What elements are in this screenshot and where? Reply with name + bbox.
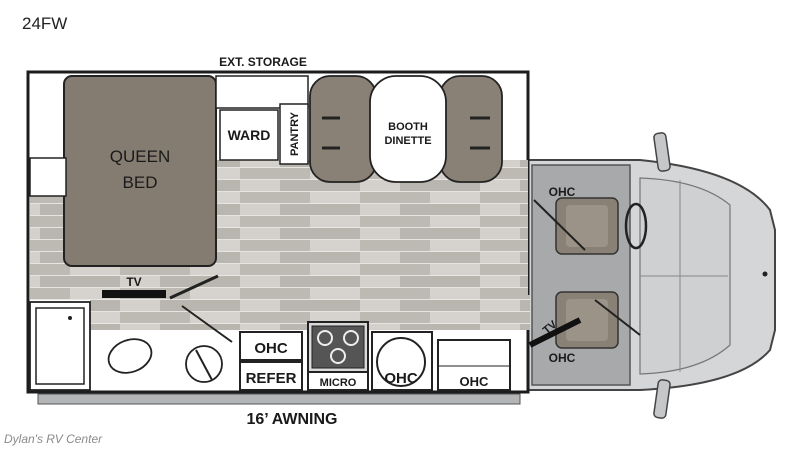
dinette-label: DINETTE — [384, 135, 431, 147]
refer-label: REFER — [246, 370, 297, 387]
toilet-icon — [107, 338, 153, 374]
tv-bedroom-label: TV — [126, 275, 141, 289]
micro-label: MICRO — [320, 377, 357, 389]
queen-bed-label-2: BED — [123, 173, 158, 192]
cab — [527, 132, 776, 419]
pantry-label: PANTRY — [289, 111, 301, 156]
ohc-cab-top-label: OHC — [549, 185, 576, 199]
pantry — [279, 103, 309, 165]
galley-sink-icon — [376, 337, 426, 387]
queen-bed-label: QUEEN — [110, 147, 170, 166]
tv-icon — [102, 290, 166, 298]
watermark: Dylan's RV Center — [4, 432, 103, 446]
wardrobe-label: WARD — [228, 127, 271, 143]
ohc-counter — [437, 339, 511, 391]
ohc-counter-label: OHC — [460, 374, 490, 389]
bathroom — [29, 301, 233, 391]
cooktop — [307, 321, 369, 373]
microwave — [307, 371, 369, 391]
ext-storage-area — [215, 75, 309, 109]
ext-storage-label: EXT. STORAGE — [219, 55, 307, 69]
ohc-galley-label: OHC — [254, 340, 288, 357]
awning — [37, 393, 521, 405]
refrigerator — [239, 361, 303, 391]
shower — [35, 307, 85, 385]
ohc-cab-bottom-label: OHC — [549, 351, 576, 365]
queen-bed: QUEEN BED — [63, 75, 217, 267]
booth-dinette: BOOTH DINETTE — [309, 75, 503, 183]
ohc-round-label: OHC — [384, 370, 418, 387]
steering-wheel-icon — [624, 202, 648, 250]
awning-label: 16’ AWNING — [247, 411, 338, 428]
nightstand — [29, 157, 67, 197]
wardrobe — [219, 109, 279, 161]
model-name: 24FW — [22, 14, 68, 33]
ohc-galley — [239, 331, 303, 361]
booth-label: BOOTH — [388, 121, 428, 133]
